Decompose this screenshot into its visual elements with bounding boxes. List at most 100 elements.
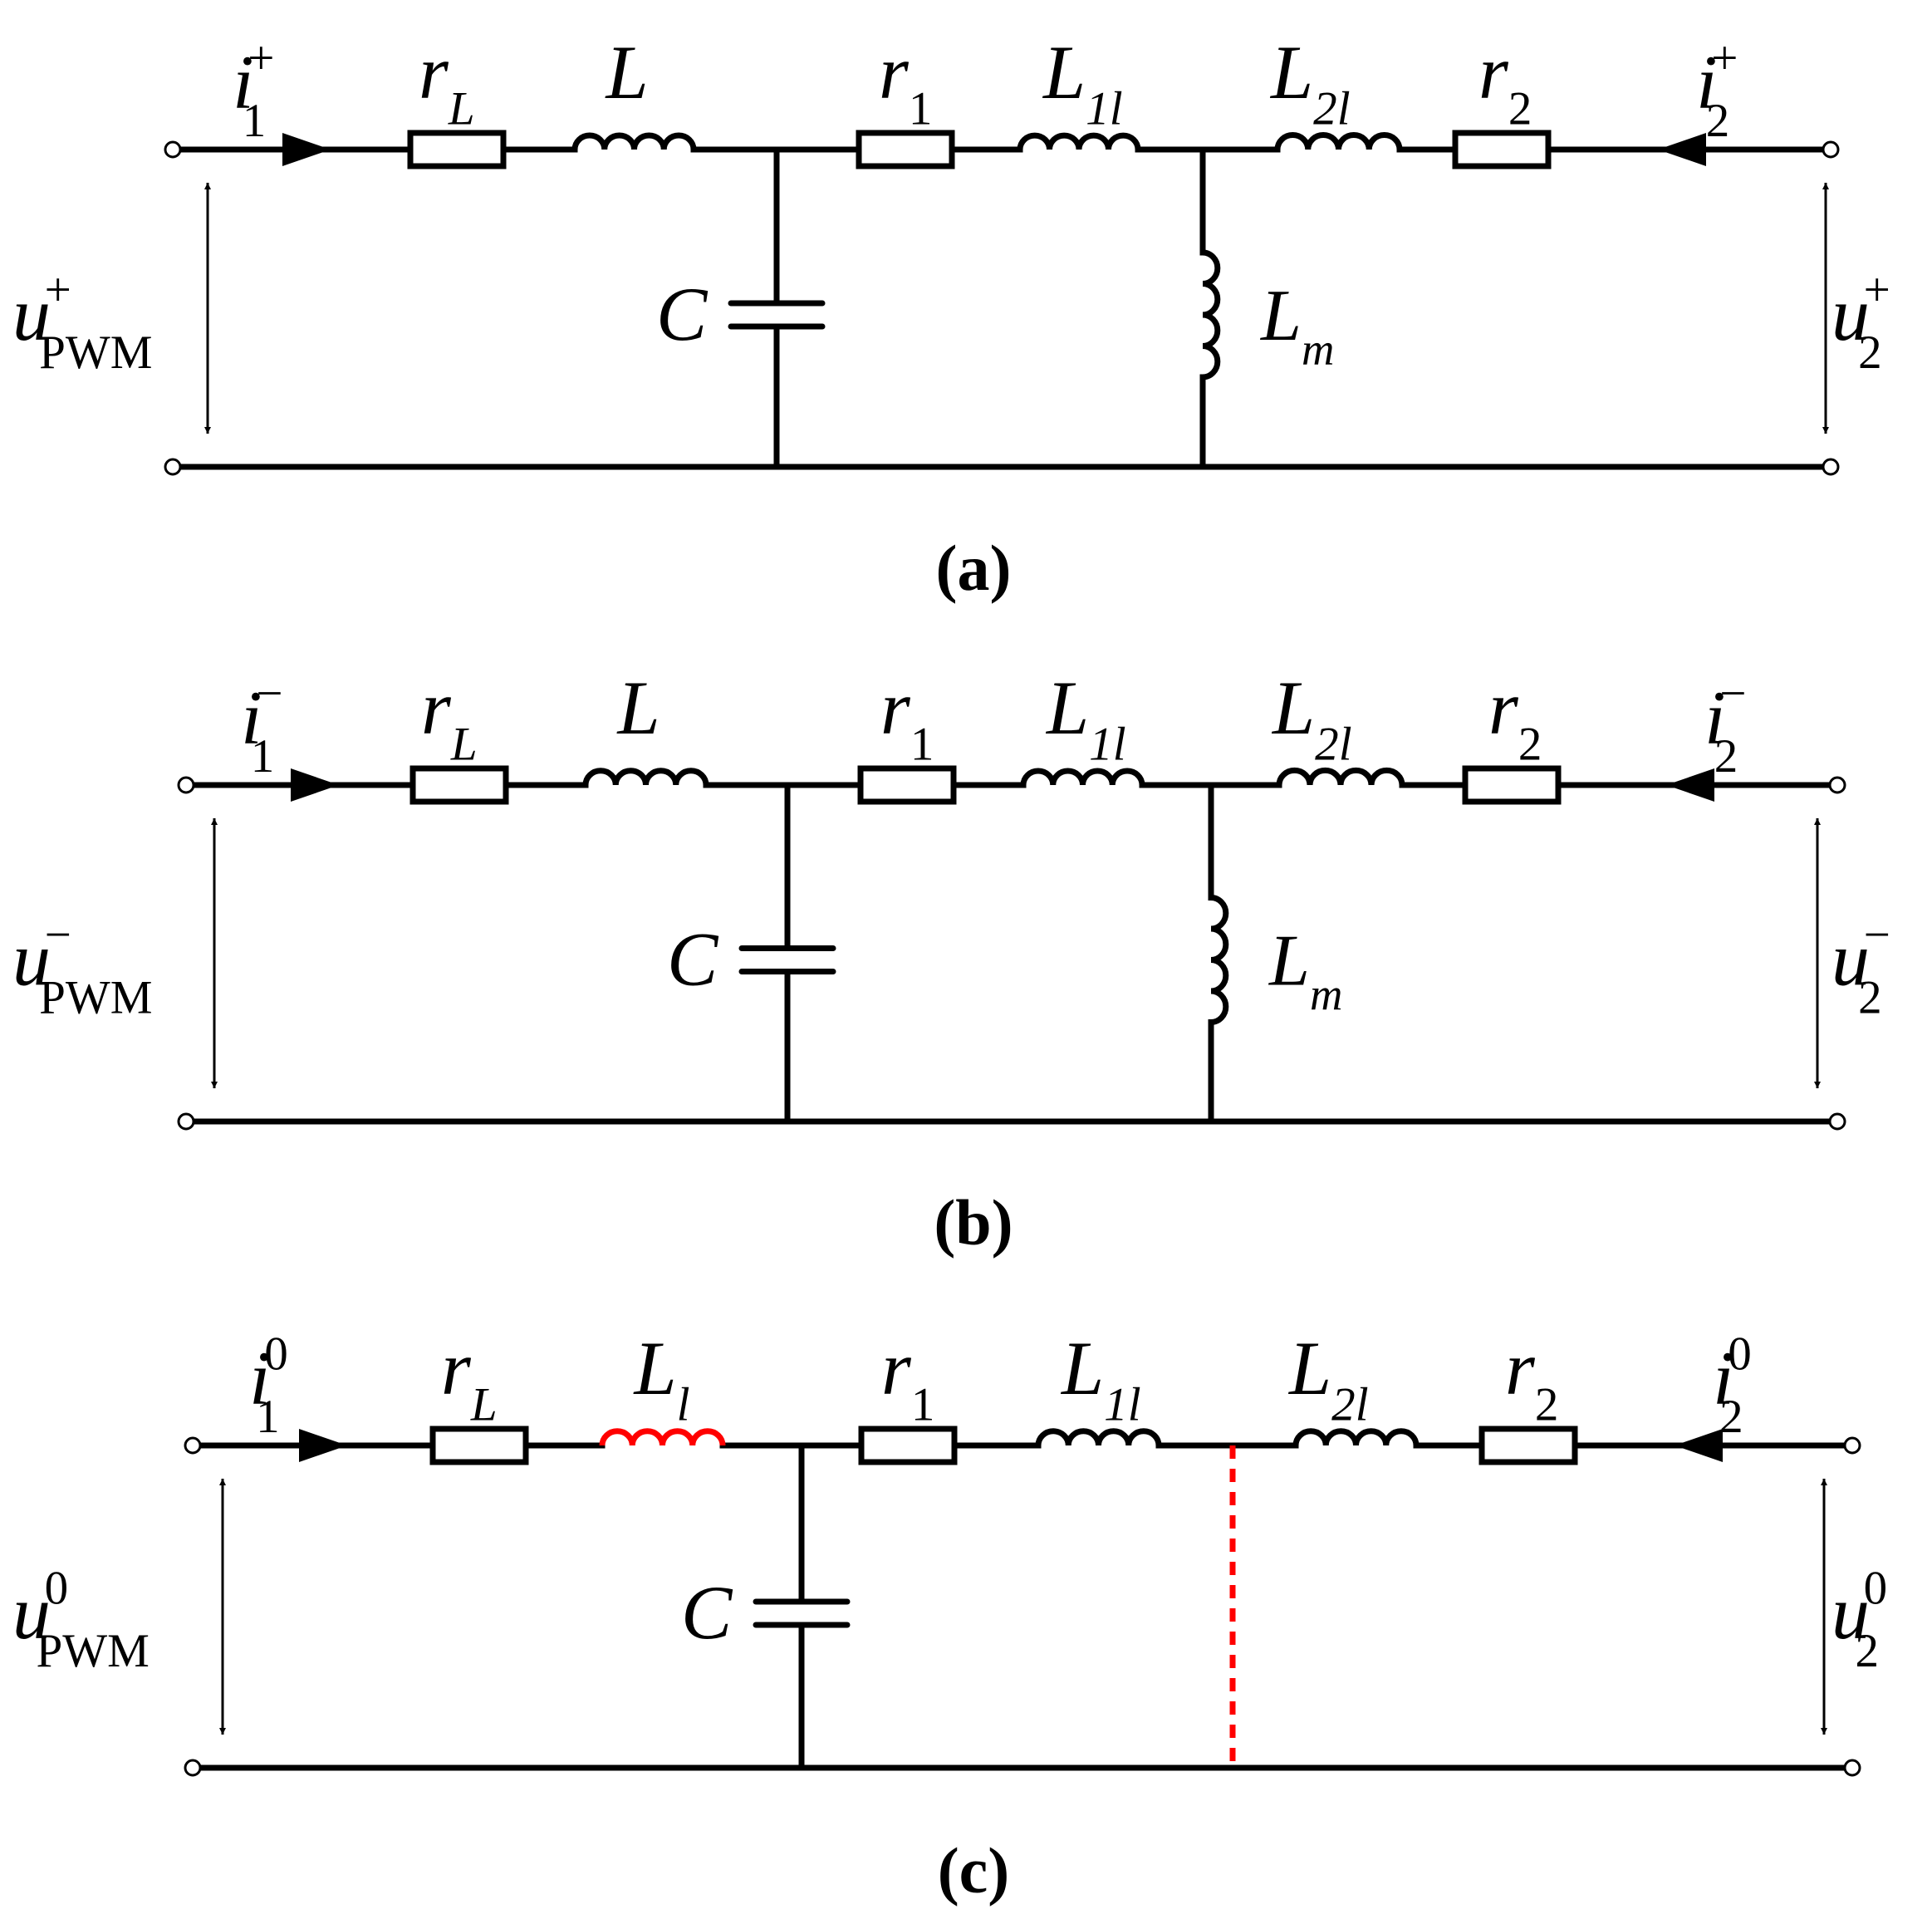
label-L2l: L2l — [1271, 665, 1352, 770]
label-i1-main: i — [249, 1336, 271, 1421]
panel-caption: (b) — [934, 1186, 1013, 1259]
label-rL: rL — [441, 1326, 498, 1431]
terminal-out-bottom — [1828, 1112, 1846, 1131]
label-i1: i+1 — [233, 32, 274, 147]
label-i1-sup: 0 — [264, 1328, 288, 1381]
label-L: L — [605, 30, 649, 115]
label-u2-sup: − — [1864, 909, 1890, 961]
label-i2-main: i — [1696, 40, 1718, 125]
label-r2-main: r — [1505, 1326, 1536, 1411]
label-i1-sup: − — [256, 668, 282, 720]
label-rL-sub: L — [448, 82, 475, 135]
label-r2: r2 — [1505, 1326, 1558, 1431]
label-upwm-sub: PWM — [39, 972, 152, 1024]
label-rL-sub: L — [450, 718, 478, 770]
inductor-L1l — [1017, 132, 1141, 150]
label-r2: r2 — [1478, 30, 1532, 135]
terminal-in-top — [184, 1436, 202, 1455]
label-Lm-sub: m — [1310, 969, 1342, 1019]
resistor-rL — [407, 130, 507, 169]
label-r2-main: r — [1478, 30, 1509, 115]
resistor-rL — [429, 1426, 529, 1465]
resistor-r1 — [858, 1426, 958, 1465]
label-u2: u+2 — [1831, 264, 1890, 379]
label-u2-sub: 2 — [1858, 972, 1882, 1024]
label-Lm: Lm — [1259, 276, 1334, 375]
label-r1-sub: 1 — [910, 718, 934, 770]
inductor-L1l — [1020, 768, 1145, 786]
label-L-sub: l — [677, 1378, 690, 1431]
terminal-out-top — [1828, 776, 1846, 794]
label-L2l-sub: 2l — [1331, 1378, 1368, 1431]
label-rL: rL — [419, 30, 475, 135]
label-C-main: C — [656, 272, 709, 356]
label-L-main: L — [633, 1326, 677, 1411]
label-r2-sub: 2 — [1518, 718, 1542, 770]
label-upwm: u+PWM — [12, 264, 152, 379]
label-upwm-sup: 0 — [45, 1563, 69, 1615]
inductor-L1l — [1035, 1428, 1162, 1446]
label-Lm: Lm — [1268, 921, 1342, 1020]
terminal-out-top — [1843, 1436, 1861, 1455]
terminal-in-bottom — [164, 458, 182, 476]
label-r1: r1 — [879, 30, 932, 135]
label-L1l: L1l — [1045, 665, 1126, 770]
label-L: L — [616, 665, 660, 750]
label-C: C — [681, 1570, 733, 1655]
label-u2-main: u — [1831, 1570, 1870, 1655]
label-i1-sub: 1 — [243, 95, 267, 147]
label-i2-sup: 0 — [1728, 1328, 1752, 1381]
label-i1: i−1 — [241, 668, 282, 783]
label-L2l-main: L — [1287, 1326, 1331, 1411]
label-upwm-main: u — [12, 1570, 51, 1655]
label-i2-sub: 2 — [1719, 1391, 1743, 1443]
current-arrow-i1 — [282, 133, 331, 166]
label-C: C — [667, 917, 719, 1002]
label-C: C — [656, 272, 709, 356]
label-r1-sub: 1 — [909, 82, 933, 135]
label-u2-sub: 2 — [1858, 326, 1882, 379]
label-L1l-main: L — [1060, 1326, 1104, 1411]
current-arrow-i1 — [291, 768, 339, 802]
label-upwm-main: u — [12, 917, 51, 1002]
label-Lm-sub: m — [1302, 324, 1334, 375]
inductor-Lm — [1210, 895, 1229, 1025]
label-upwm-sub: PWM — [37, 1625, 150, 1677]
label-rL-main: r — [419, 30, 449, 115]
label-r1-main: r — [879, 30, 910, 115]
label-L2l: L2l — [1287, 1326, 1369, 1431]
label-i2: i−2 — [1704, 668, 1746, 783]
resistor-r2 — [1462, 765, 1562, 805]
label-i2-sub: 2 — [1714, 730, 1738, 783]
label-i2-sub: 2 — [1706, 95, 1730, 147]
resistor-rL — [409, 765, 509, 805]
label-rL-main: r — [441, 1326, 472, 1411]
label-L-main: L — [605, 30, 649, 115]
terminal-in-bottom — [184, 1759, 202, 1777]
label-C-main: C — [681, 1570, 733, 1655]
terminal-out-top — [1822, 140, 1840, 159]
label-i2: i+2 — [1696, 32, 1738, 147]
label-u2-sub: 2 — [1856, 1625, 1880, 1677]
label-i1: i0 1 — [249, 1328, 288, 1443]
label-L2l-sub: 2l — [1315, 718, 1351, 770]
label-u2-sup: + — [1864, 264, 1890, 317]
label-r1: r1 — [881, 1326, 934, 1431]
label-L-main: L — [616, 665, 660, 750]
label-L2l-main: L — [1269, 30, 1313, 115]
resistor-r1 — [856, 130, 955, 169]
label-upwm-main: u — [12, 272, 51, 356]
current-arrow-i2 — [1675, 1429, 1723, 1462]
label-i1-sub: 1 — [256, 1391, 280, 1443]
label-i1-main: i — [241, 675, 262, 760]
label-i2-sup: + — [1711, 32, 1738, 85]
label-upwm: u−PWM — [12, 909, 152, 1023]
label-L1l-sub: 1l — [1104, 1378, 1140, 1431]
label-r2-sub: 2 — [1535, 1378, 1559, 1431]
